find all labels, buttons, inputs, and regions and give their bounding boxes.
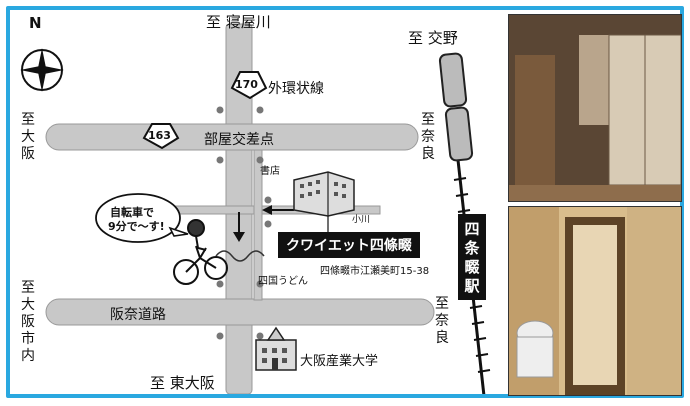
to-osaka-label: 至大阪 xyxy=(21,112,35,162)
to-higashiosaka-label: 至 東大阪 xyxy=(150,374,215,392)
heya-intersection-label: 部屋交差点 xyxy=(204,132,274,148)
route-170-label: 外環状線 xyxy=(268,81,324,97)
road-route-163 xyxy=(45,123,419,151)
shikoku-udon-label: 四国うどん xyxy=(258,276,308,287)
intersection-dots xyxy=(216,106,272,340)
road-hannan xyxy=(45,298,435,326)
to-osaka-shinai-label: 至大阪市内 xyxy=(21,280,35,364)
bike-bubble-line2: 9分で～す! xyxy=(108,220,165,233)
university-building-icon xyxy=(255,326,297,371)
route-163-number: 163 xyxy=(148,129,171,142)
bike-bubble-line1: 自転車で xyxy=(110,206,154,219)
to-kouno-label: 至 交野 xyxy=(408,29,458,47)
address-label: 四條畷市江瀬美町15-38 xyxy=(320,266,430,277)
room-photo-interior xyxy=(508,14,682,202)
access-map: N 至 寝屋川 至 交野 170 外環状線 163 部屋交差点 書店 小川 自転… xyxy=(10,10,496,394)
room-photo-bathroom xyxy=(508,206,682,396)
route-170-shield xyxy=(230,71,268,100)
to-nara-top-label: 至奈良 xyxy=(421,112,435,162)
to-neyagawa-label: 至 寝屋川 xyxy=(206,13,271,31)
building-name-label: クワイエット四條畷 xyxy=(278,232,420,258)
river-label: 小川 xyxy=(352,215,371,225)
route-163-shield xyxy=(142,123,180,150)
side-street xyxy=(253,149,263,301)
bike-speech-bubble xyxy=(95,193,189,243)
train-icon xyxy=(438,52,474,162)
hannan-road-label: 阪奈道路 xyxy=(110,307,166,323)
north-compass-icon xyxy=(20,48,64,92)
north-label: N xyxy=(29,14,42,32)
route-170-number: 170 xyxy=(235,78,258,91)
apartment-building-icon xyxy=(293,171,355,217)
bicycle-rider-icon xyxy=(173,219,228,285)
river-line xyxy=(215,250,265,262)
university-label: 大阪産業大学 xyxy=(300,354,379,369)
station-label: 四条畷駅 xyxy=(464,220,480,295)
map-graphic xyxy=(20,23,491,394)
to-nara-bottom-label: 至奈良 xyxy=(435,296,449,346)
station-box xyxy=(458,214,486,300)
bookstore-label: 書店 xyxy=(260,166,280,177)
